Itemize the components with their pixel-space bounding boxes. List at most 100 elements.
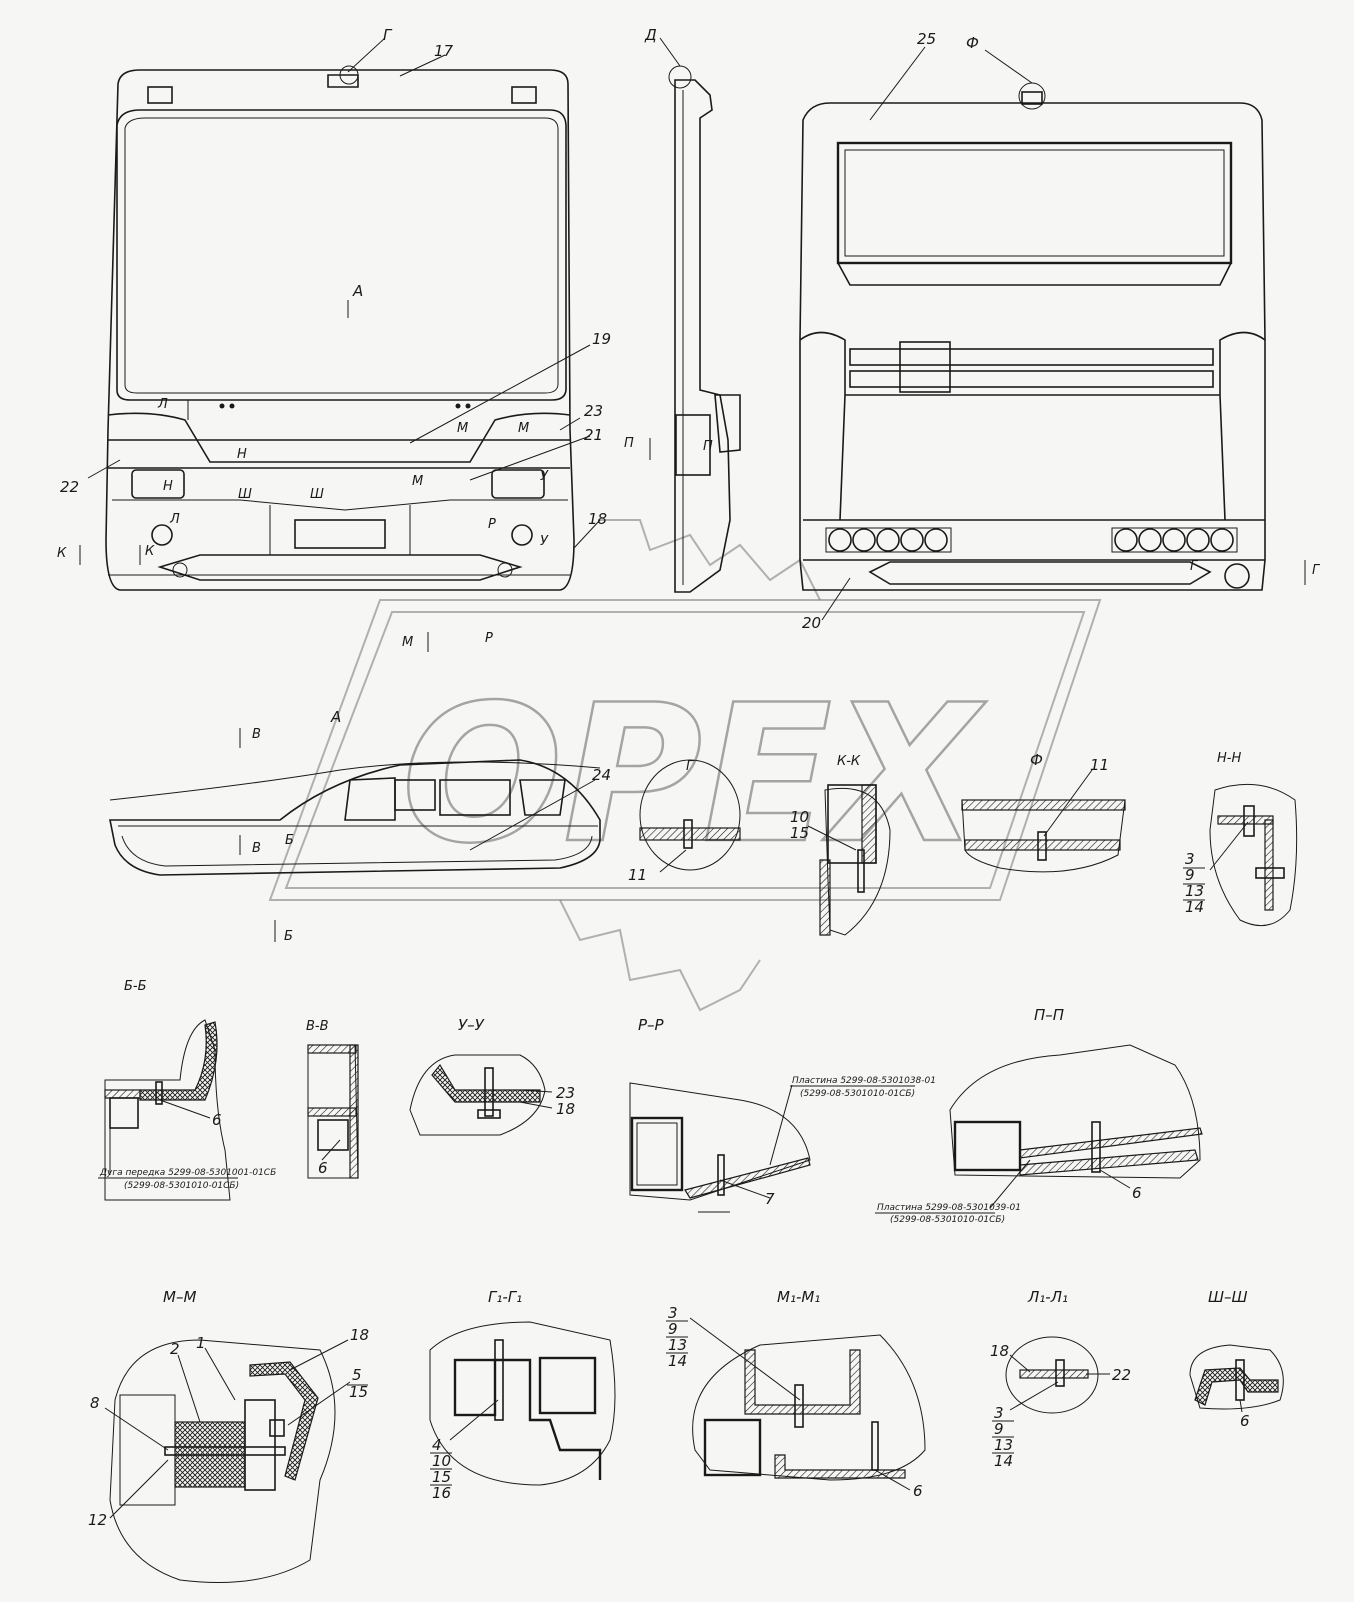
view-marker-sh-left: Ш [238, 487, 252, 502]
callout-1: 1 [196, 1334, 206, 1352]
callout-19: 19 [592, 330, 611, 348]
detail-kk: К-К 10 15 [790, 754, 891, 936]
view-marker-m: М [412, 474, 423, 489]
view-marker-a: А [352, 282, 363, 300]
view-marker-b-top: Б [285, 833, 294, 848]
view-marker-n-bottom: Н [163, 479, 173, 494]
view-marker-m1-right: М [518, 421, 529, 436]
view-marker-p-left: П [624, 436, 634, 451]
ref-g1g1-3: 15 [432, 1468, 451, 1486]
callout-18: 18 [588, 510, 607, 528]
section-vv: В-В 6 [306, 1019, 359, 1179]
section-g1g1: Г₁-Г₁ 4 10 15 16 [429, 1288, 616, 1502]
detail-nn: Н-Н 3 9 13 14 [1183, 751, 1298, 927]
front-view [105, 69, 575, 591]
note-rr-line2: (5299-08-5301010-01СБ) [800, 1089, 915, 1099]
section-l1l1: Л₁-Л₁ 18 22 3 9 13 14 [990, 1288, 1131, 1470]
section-title-g: Г [686, 759, 695, 774]
watermark: OPEX [268, 519, 1102, 1012]
view-marker-u-bottom: У [540, 534, 549, 549]
section-title-pp: П–П [1034, 1006, 1064, 1024]
callout-6-m1m1: 6 [913, 1482, 923, 1500]
note-rr-line1: Пластина 5299-08-5301038-01 [792, 1076, 936, 1086]
callout-25: 25 [917, 30, 936, 48]
ref-m1m1-3: 13 [668, 1336, 687, 1354]
view-marker-d: Д [644, 26, 657, 44]
ref-g1g1-4: 16 [432, 1484, 451, 1502]
callout-20: 20 [802, 614, 821, 632]
section-title-uu: У–У [458, 1016, 485, 1034]
callout-6-pp: 6 [1132, 1184, 1142, 1202]
note-bb-line1: Дуга передка 5299-08-5301001-01СБ [99, 1168, 276, 1178]
callout-18-mm: 18 [350, 1326, 369, 1344]
section-uu: У–У 23 18 [409, 1016, 575, 1136]
ref-nn-3: 13 [1185, 882, 1204, 900]
callout-17: 17 [434, 42, 454, 60]
section-title-l1l1: Л₁-Л₁ [1027, 1288, 1068, 1306]
callout-23-uu: 23 [556, 1084, 575, 1102]
view-marker-b-bottom: Б [284, 929, 293, 944]
section-title-g1g1: Г₁-Г₁ [488, 1288, 522, 1306]
callout-22: 22 [60, 478, 79, 496]
view-a-plan: 24 А В В Б Б М Р [109, 631, 611, 944]
section-title-nn: Н-Н [1217, 751, 1241, 766]
section-m1m1: М₁-М₁ 3 9 13 14 6 [666, 1288, 926, 1500]
watermark-text: OPEX [401, 664, 987, 885]
section-title-kk: К-К [837, 754, 861, 769]
view-marker-l1: Л [169, 512, 180, 527]
callout-15: 15 [790, 824, 809, 842]
section-title-shsh: Ш–Ш [1208, 1288, 1248, 1306]
view-marker-g: Г [383, 26, 393, 44]
callout-15-mm: 15 [349, 1383, 368, 1401]
section-title-f: Ф [1030, 751, 1043, 769]
callout-11-g: 11 [628, 866, 647, 884]
ref-l1l1-4: 14 [994, 1452, 1013, 1470]
callout-2: 2 [170, 1340, 180, 1358]
callout-7: 7 [765, 1190, 775, 1208]
callout-21: 21 [584, 426, 603, 444]
callout-24: 24 [592, 766, 611, 784]
view-marker-p-right: П [703, 439, 713, 454]
ref-g1g1-2: 10 [432, 1452, 451, 1470]
section-title-vv: В-В [306, 1019, 329, 1034]
ref-l1l1-1: 3 [994, 1404, 1004, 1422]
section-title-mm: М–М [163, 1288, 196, 1306]
view-marker-sh-right: Ш [310, 487, 324, 502]
view-marker-k-left: К [57, 546, 67, 561]
ref-nn-2: 9 [1185, 866, 1195, 884]
section-shsh: Ш–Ш 6 [1189, 1288, 1284, 1430]
ref-m1m1-4: 14 [668, 1352, 687, 1370]
callout-6-bb: 6 [212, 1111, 222, 1129]
ref-nn-1: 3 [1185, 850, 1195, 868]
callout-12: 12 [88, 1511, 107, 1529]
callout-11-f: 11 [1090, 756, 1109, 774]
section-rr: Р–Р 7 Пластина 5299-08-5301038-01 (5299-… [629, 1016, 936, 1213]
section-pp: П–П 6 Пластина 5299-08-5301039-01 (5299-… [875, 1006, 1203, 1225]
detail-f: Ф 11 [961, 751, 1126, 873]
callout-10: 10 [790, 808, 809, 826]
view-marker-k-right: К [145, 544, 155, 559]
callout-6-vv: 6 [318, 1159, 328, 1177]
callout-8: 8 [90, 1394, 100, 1412]
rear-view [799, 91, 1266, 591]
note-pp-line1: Пластина 5299-08-5301039-01 [877, 1203, 1021, 1213]
view-marker-u-top: У [540, 469, 549, 484]
ref-nn-4: 14 [1185, 898, 1204, 916]
callout-18-l1l1: 18 [990, 1342, 1009, 1360]
view-marker-m-plan: М [402, 635, 413, 650]
section-mm: М–М 2 1 18 5 15 8 12 [88, 1288, 369, 1583]
ref-m1m1-1: 3 [668, 1304, 678, 1322]
view-marker-g1-right: Г [1312, 563, 1321, 578]
view-marker-n-top: Н [237, 447, 247, 462]
view-marker-f: Ф [966, 34, 979, 52]
view-marker-r: Р [488, 517, 496, 532]
side-view: Д П П [624, 26, 741, 593]
section-bb: Б-Б 6 Дуга передка 5299-08-5301001-01СБ … [98, 979, 276, 1201]
front-view-callouts: 17 Г 19 23 21 22 18 А Л Н Н М М М Ш Ш Л … [57, 26, 611, 565]
section-title-bb: Б-Б [124, 979, 147, 994]
section-title-rr: Р–Р [638, 1016, 665, 1034]
detail-g: Г 11 [628, 759, 741, 884]
callout-18-uu: 18 [556, 1100, 575, 1118]
callout-22-l1l1: 22 [1112, 1366, 1131, 1384]
callout-6-shsh: 6 [1240, 1412, 1250, 1430]
